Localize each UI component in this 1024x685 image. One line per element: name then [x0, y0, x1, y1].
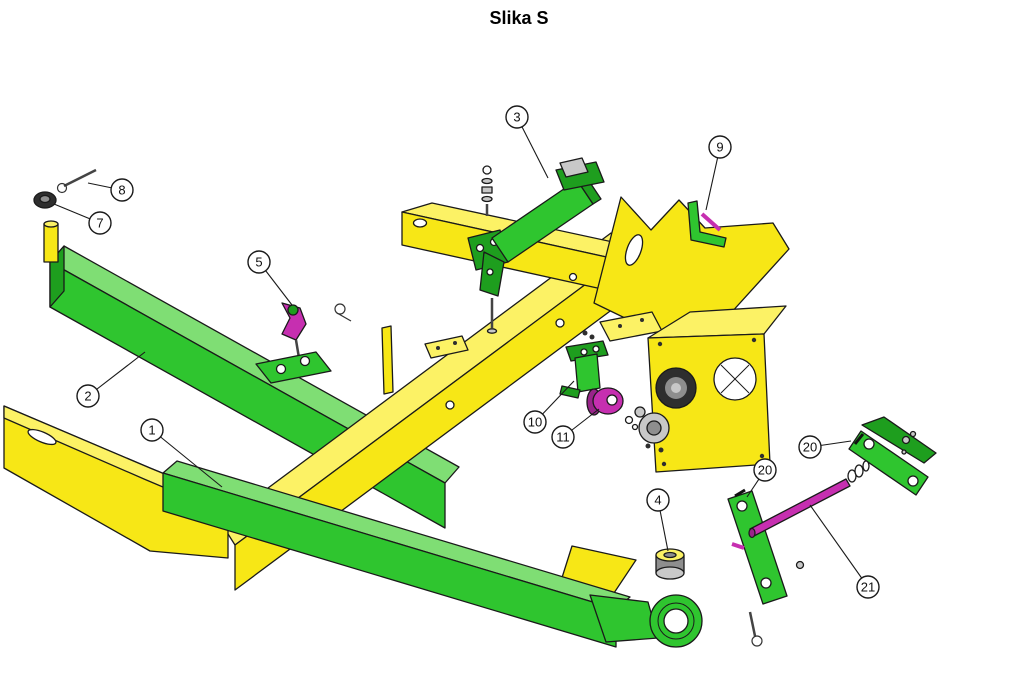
callout-number: 20: [758, 463, 772, 478]
callout-circle: [753, 458, 777, 482]
callout-11: 11: [551, 408, 600, 449]
callout-circle: [505, 105, 529, 129]
callout-number: 9: [716, 140, 723, 155]
callout-number: 5: [255, 255, 262, 270]
callout-number: 11: [556, 430, 570, 445]
callout-number: 3: [513, 110, 520, 125]
hitch-pin: [43, 223, 59, 263]
part-4-bushing: [655, 548, 685, 580]
callout-2: 2: [76, 351, 146, 408]
callout-circle: [646, 488, 670, 512]
callout-9: 9: [705, 135, 732, 211]
lower-green-drawbar: [162, 460, 703, 648]
callout-number: 20: [803, 440, 817, 455]
callout-20: 20: [798, 435, 852, 459]
callout-circle: [856, 575, 880, 599]
callout-number: 1: [148, 423, 155, 438]
callout-circle: [140, 418, 164, 442]
callout-circle: [551, 425, 575, 449]
callout-5: 5: [247, 250, 293, 306]
part-21-rod: [748, 478, 851, 539]
callout-3: 3: [505, 105, 549, 179]
r-clip: [334, 303, 352, 322]
callout-number: 21: [861, 580, 875, 595]
callout-circle: [76, 384, 100, 408]
callout-number: 10: [528, 415, 542, 430]
beam-fin: [381, 325, 394, 395]
part-10-bracket: [559, 330, 609, 399]
part-7-cap: [33, 191, 57, 209]
callout-circle: [798, 435, 822, 459]
callout-10: 10: [523, 380, 575, 434]
callout-7: 7: [53, 203, 112, 235]
callout-4: 4: [646, 488, 670, 552]
gearbox: [634, 305, 787, 473]
callout-20: 20: [746, 458, 777, 498]
part-9-bracket: [687, 200, 727, 248]
callout-21: 21: [809, 504, 880, 599]
callout-circle: [110, 178, 134, 202]
latch-bracket: [255, 351, 332, 384]
callout-number: 7: [96, 216, 103, 231]
beam-bracket-plate: [424, 335, 469, 359]
callout-circle: [247, 250, 271, 274]
callout-circle: [523, 410, 547, 434]
part-8-linch-pin: [56, 168, 97, 194]
callout-number: 2: [84, 389, 91, 404]
callout-number: 4: [654, 493, 661, 508]
callout-1: 1: [140, 418, 223, 488]
callout-8: 8: [87, 178, 134, 202]
part-3-jack-assembly: [467, 157, 605, 297]
callout-circle: [88, 211, 112, 235]
diagram-title: Slika S: [489, 8, 548, 28]
triangle-plate: [593, 196, 790, 342]
part-20-right-arm: [847, 416, 937, 496]
part-20-left-arm: [727, 488, 805, 647]
callout-number: 8: [118, 183, 125, 198]
callout-circle: [708, 135, 732, 159]
part-11-roller: [586, 387, 639, 431]
part-5-latch: [255, 302, 352, 384]
